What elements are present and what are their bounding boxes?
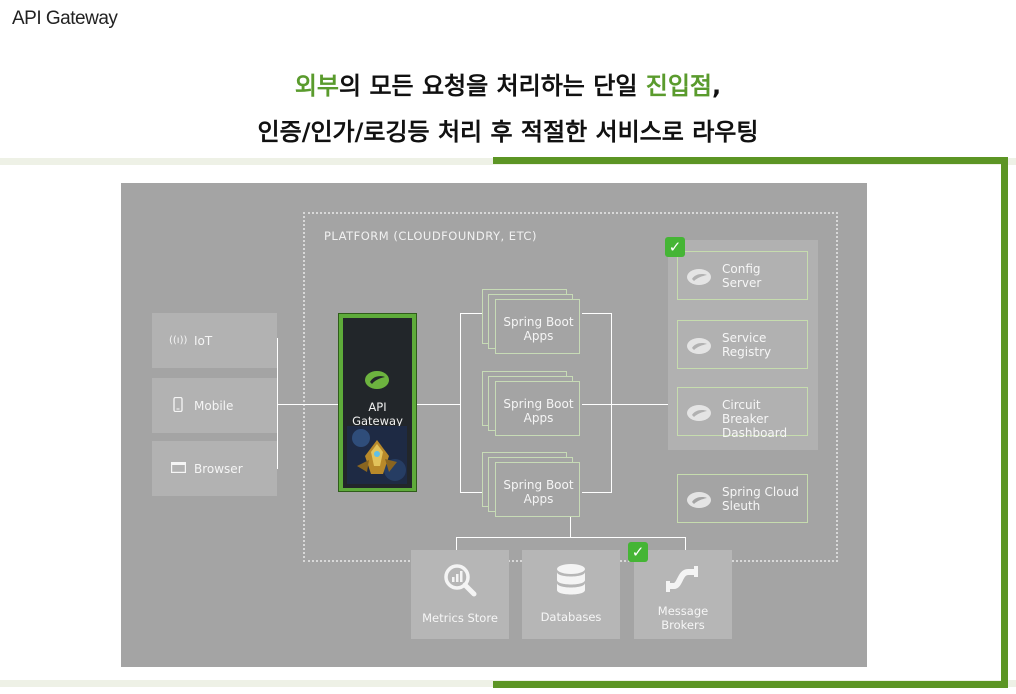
browser-icon (169, 461, 187, 476)
spring-leaf-icon (364, 368, 390, 394)
connector-to-gateway (277, 404, 339, 405)
spring-cloud-icon (686, 402, 712, 426)
boot-app-2 (495, 381, 580, 436)
gateway-character-image (347, 426, 407, 484)
gateway-line1: API (368, 400, 387, 414)
connector-to-stores (570, 515, 571, 538)
store-line1: Message (657, 604, 709, 618)
service-line1: Circuit Breaker (722, 398, 769, 426)
client-label: IoT (194, 333, 213, 348)
api-gateway-label: API Gateway (343, 400, 412, 428)
check-icon: ✓ (628, 542, 648, 562)
connector-left-bottom (460, 492, 482, 493)
service-line1: Service (722, 331, 767, 345)
connector-store-1 (456, 537, 457, 551)
client-label: Mobile (194, 398, 234, 413)
store-label: Databases (540, 610, 602, 624)
boot-line1: Spring Boot (503, 315, 574, 329)
headline-green-b: 진입점 (645, 72, 713, 100)
boot-line1: Spring Boot (503, 397, 574, 411)
service-line1: Spring Cloud (722, 485, 799, 499)
spring-cloud-icon (686, 335, 712, 359)
client-iot: ((ı)) IoT (152, 313, 277, 368)
boot-line2: Apps (523, 411, 554, 425)
platform-label: PLATFORM (CLOUDFOUNDRY, ETC) (324, 229, 537, 243)
client-mobile: Mobile (152, 378, 277, 433)
mobile-icon (169, 396, 187, 415)
connector-left-rail (460, 313, 461, 493)
store-label: Metrics Store (422, 611, 498, 625)
headline-green-a: 외부 (294, 72, 340, 100)
boot-app-3 (495, 462, 580, 517)
wireless-icon: ((ı)) (169, 335, 188, 346)
store-line2: Brokers (661, 618, 705, 632)
green-highlight-frame (493, 157, 1008, 688)
headline-line2: 인증/인가/로깅등 처리 후 적절한 서비스로 라우팅 (257, 118, 759, 146)
headline-line1: 외부의 모든 요청을 처리하는 단일 진입점, (0, 66, 1016, 101)
service-line1: Config (722, 262, 761, 276)
boot-line1: Spring Boot (503, 478, 574, 492)
connector-stores-rail (456, 537, 686, 538)
store-databases: Databases (522, 550, 620, 639)
check-icon: ✓ (665, 237, 685, 257)
headline-mid: 의 모든 요청을 처리하는 단일 (339, 72, 646, 100)
connector-to-services (582, 404, 669, 405)
boot-app-1 (495, 299, 580, 354)
boot-line2: Apps (523, 329, 554, 343)
corner-title: API Gateway (12, 8, 118, 29)
connector-right-rail (611, 313, 612, 493)
connector-left-top (460, 313, 482, 314)
spring-cloud-icon (686, 266, 712, 290)
boot-line2: Apps (523, 492, 554, 506)
magnifier-chart-icon (442, 562, 478, 602)
connector-store-3 (685, 537, 686, 551)
connector-gateway-out (417, 404, 461, 405)
client-label: Browser (194, 461, 243, 476)
service-line2: Sleuth (722, 499, 761, 513)
connector-client-vertical (277, 338, 278, 469)
service-line2: Server (722, 276, 762, 290)
spring-cloud-icon (686, 489, 712, 513)
store-metrics: Metrics Store (411, 550, 509, 639)
database-icon (555, 563, 587, 601)
gateway-line2: Gateway (352, 414, 403, 428)
service-line2: Dashboard (722, 426, 788, 440)
connector-right-bottom (582, 492, 612, 493)
headline-end: , (712, 72, 722, 100)
pipe-icon (666, 564, 700, 598)
service-line2: Registry (722, 345, 772, 359)
client-browser: Browser (152, 441, 277, 496)
connector-right-top (582, 313, 612, 314)
